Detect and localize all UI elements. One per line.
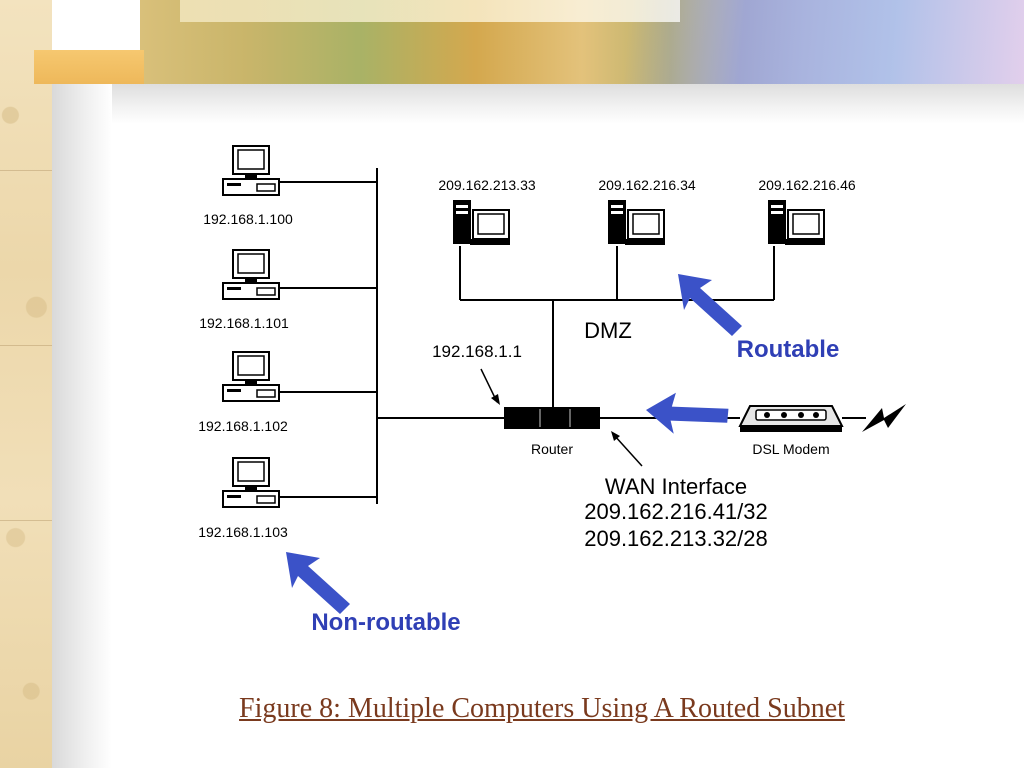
private-host bbox=[222, 249, 377, 300]
non-routable-label: Non-routable bbox=[311, 609, 460, 636]
router-label: Router bbox=[531, 441, 573, 457]
modem-label: DSL Modem bbox=[752, 441, 829, 457]
non-routable-arrow-icon bbox=[286, 552, 350, 614]
wan-address: 209.162.213.32/28 bbox=[584, 526, 768, 551]
dmz-host-ip: 209.162.216.34 bbox=[598, 177, 696, 193]
dmz-server bbox=[767, 199, 826, 300]
dmz-host-ip: 209.162.216.46 bbox=[758, 177, 856, 193]
dsl-modem-icon bbox=[738, 405, 844, 432]
slide-left-shadow bbox=[52, 84, 112, 768]
routable-label: Routable bbox=[737, 336, 840, 363]
private-host-ip: 192.168.1.103 bbox=[198, 524, 288, 540]
private-host bbox=[222, 457, 377, 508]
dmz-host-ip: 209.162.213.33 bbox=[438, 177, 536, 193]
wan-interface-title: WAN Interface bbox=[605, 474, 747, 499]
dmz-server bbox=[452, 199, 511, 300]
private-host bbox=[222, 351, 377, 402]
private-host-ip: 192.168.1.102 bbox=[198, 418, 288, 434]
wan-pointer bbox=[611, 431, 643, 467]
parchment-margin bbox=[0, 0, 52, 768]
dmz-server bbox=[607, 199, 666, 300]
router-ip: 192.168.1.1 bbox=[432, 342, 522, 361]
banner-highlight bbox=[180, 0, 680, 22]
dmz-label: DMZ bbox=[584, 318, 632, 343]
private-host bbox=[222, 145, 377, 196]
private-host-ip: 192.168.1.100 bbox=[203, 211, 293, 227]
slide-top-shadow bbox=[52, 84, 1024, 124]
router-icon bbox=[504, 407, 600, 429]
figure-caption: Figure 8: Multiple Computers Using A Rou… bbox=[239, 693, 845, 724]
router-ip-pointer bbox=[480, 368, 500, 405]
routable-arrow-icon bbox=[678, 274, 742, 336]
banner-accent bbox=[34, 50, 144, 84]
private-host-ip: 192.168.1.101 bbox=[199, 315, 289, 331]
wan-address: 209.162.216.41/32 bbox=[584, 499, 768, 524]
routable-arrow-icon bbox=[646, 368, 735, 458]
wan-lightning-icon bbox=[842, 404, 906, 432]
